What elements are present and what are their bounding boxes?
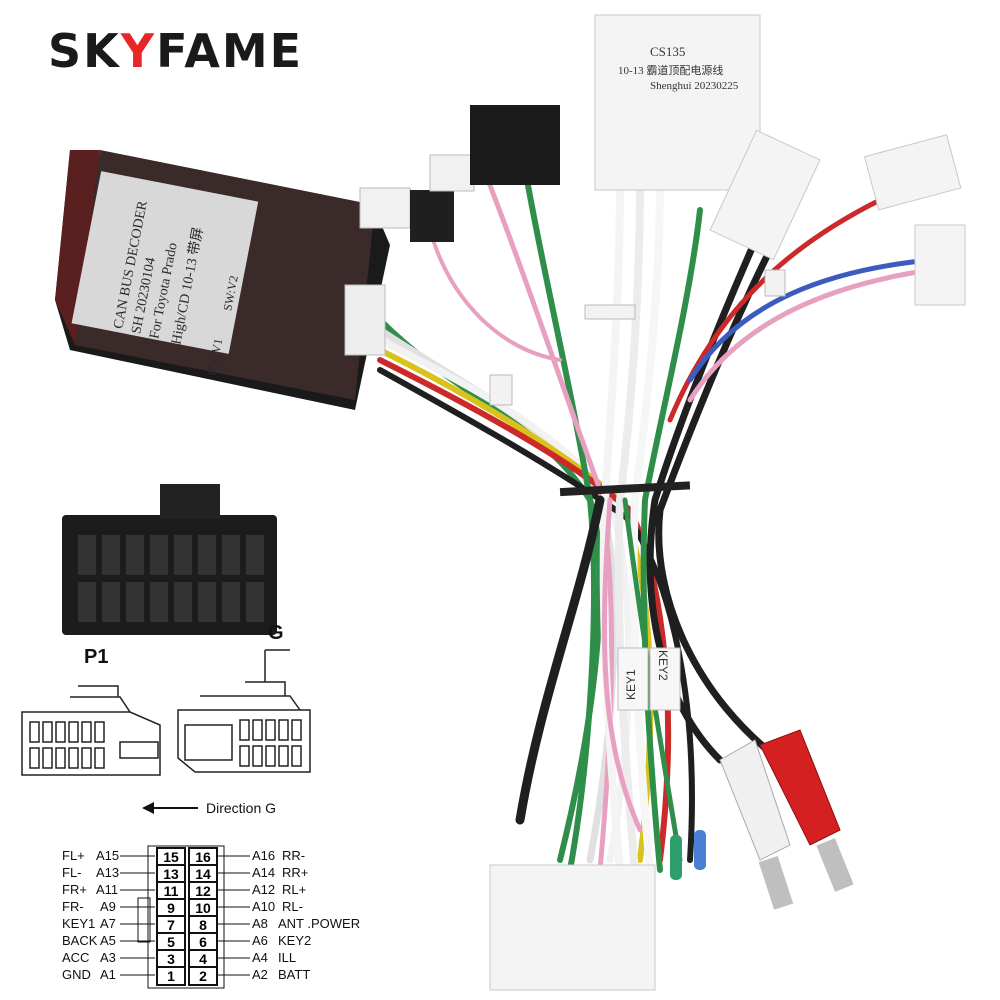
pin-name-right: RL+ — [282, 882, 307, 897]
pin-name-left: FR+ — [62, 882, 87, 897]
key1-tag-bg — [617, 647, 649, 711]
pin-code-right: A4 — [252, 950, 268, 965]
pin-number: 1 — [156, 966, 186, 986]
connector-tag-line1: CS135 — [650, 44, 686, 59]
brand-text-3: FAME — [156, 24, 304, 78]
pin-name-right: RR+ — [282, 865, 309, 880]
pin-name-left: ACC — [62, 950, 90, 965]
pin-code-right: A2 — [252, 967, 268, 982]
pin-code-right: A8 — [252, 916, 268, 931]
terminal-green — [670, 835, 682, 880]
key2-tag-bg — [649, 647, 681, 711]
pin-name-left: KEY1 — [62, 916, 96, 931]
pin-code-right: A6 — [252, 933, 268, 948]
pin-name-right: BATT — [278, 967, 311, 982]
pin-number: 11 — [156, 881, 186, 901]
output-connector — [489, 864, 656, 991]
pin-code-left: A1 — [100, 967, 116, 982]
wire-bundle — [376, 137, 933, 874]
pin-code-left: A3 — [100, 950, 116, 965]
pin-code-left: A11 — [96, 882, 119, 897]
can-bus-decoder-box — [55, 150, 390, 410]
p1-label: P1 — [84, 646, 109, 668]
small-connectors — [359, 14, 966, 306]
pin-name-left: GND — [62, 967, 91, 982]
cable-ties — [489, 269, 786, 497]
direction-arrow — [142, 802, 198, 814]
pinout-leaders — [120, 845, 250, 989]
pin-number: 3 — [156, 949, 186, 969]
pin-code-right: A12 — [252, 882, 276, 897]
pin-code-left: A15 — [96, 848, 120, 863]
pin-code-right: A14 — [252, 865, 276, 880]
g-drawing — [177, 649, 311, 773]
pin-name-right: KEY2 — [278, 933, 312, 948]
pin-code-left: A7 — [100, 916, 116, 931]
p1-drawing — [21, 685, 161, 776]
pin-number: 12 — [188, 881, 218, 901]
pin-name-left: BACK — [62, 933, 98, 948]
pin-name-left: FR- — [62, 899, 84, 914]
brand-text-1: SK — [48, 24, 121, 78]
rca-plug-white — [719, 739, 794, 910]
key2-tag: KEY2 — [656, 650, 670, 681]
pin-name-right: RL- — [282, 899, 303, 914]
pin-code-right: A16 — [252, 848, 276, 863]
pin-code-right: A10 — [252, 899, 276, 914]
pin-name-right: RR- — [282, 848, 306, 863]
brand-text-2: Y — [120, 24, 157, 78]
terminal-blue — [694, 830, 706, 870]
pin-number: 15 — [156, 847, 186, 867]
rca-plug-red — [759, 729, 854, 892]
black-16pin-connector — [62, 484, 277, 635]
pin-code-left: A9 — [100, 899, 116, 914]
brand-logo: SKYFAME — [48, 24, 303, 78]
g-label: G — [268, 622, 284, 644]
pin-name-right: ILL — [278, 950, 297, 965]
key1-tag: KEY1 — [624, 669, 638, 700]
direction-label: Direction G — [206, 800, 277, 816]
connector-tag-line2: 10-13 霸道顶配电源线 — [618, 65, 724, 77]
pin-name-right: ANT .POWER — [278, 916, 361, 931]
pin-name-left: FL+ — [62, 848, 85, 863]
pin-number: 2 — [188, 966, 218, 986]
pin-code-left: A5 — [100, 933, 116, 948]
connector-tag-line3: Shenghui 20230225 — [650, 80, 739, 92]
pin-name-left: FL- — [62, 865, 82, 880]
pin-code-left: A13 — [96, 865, 120, 880]
